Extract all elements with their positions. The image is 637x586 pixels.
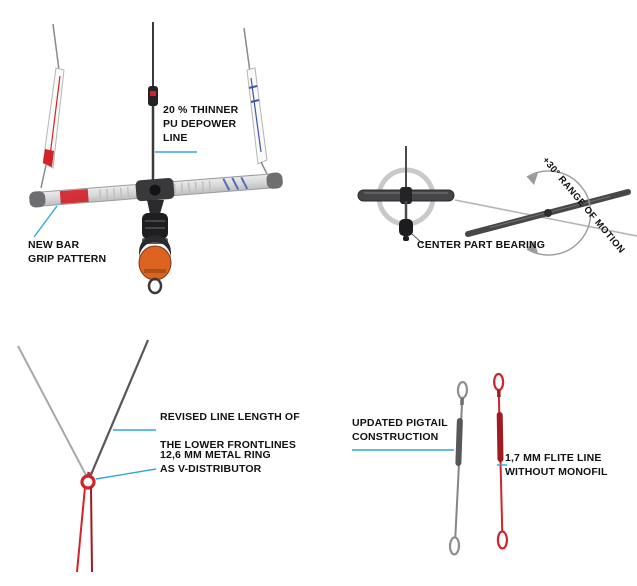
right-float [246,67,272,183]
gray-pigtail [448,380,469,556]
v-distributor-ring [80,471,96,490]
frontlines-line2: THE LOWER FRONTLINES [160,438,296,451]
outer-lines [52,23,251,73]
blue-stripes [222,176,249,191]
bearing-unit [357,146,455,245]
frontline-v-illustration [17,339,157,573]
center-bearing-annotation: CENTER PART BEARING [417,239,546,251]
frontlines-line1: REVISED LINE LENGTH OF [160,410,300,423]
depower-line-annotation: 20 % THINNER PU DEPOWER LINE [163,104,239,144]
control-bar-illustration [29,22,283,295]
left-float [40,67,65,189]
upper-frontlines [17,339,150,478]
bar [29,172,283,208]
rotation-range [454,170,637,256]
metal-ring-annotation: 12,6 MM METAL RING AS V-DISTRIBUTOR [160,449,271,475]
depower-line [148,22,158,186]
leader-ring [95,468,157,480]
grip-ribs [99,180,211,200]
frontlines-annotation: REVISED LINE LENGTH OF THE LOWER FRONTLI… [160,397,300,452]
leader-grip [33,205,58,238]
pigtail-illustration [352,372,508,556]
pigtail-annotation: UPDATED PIGTAIL CONSTRUCTION [352,417,448,443]
lower-frontlines [76,486,93,573]
quick-release [138,200,172,295]
bar-grip-annotation: NEW BAR GRIP PATTERN [28,239,107,265]
flite-line-annotation: 1,7 MM FLITE LINE WITHOUT MONOFIL [505,452,608,478]
center-part-illustration [357,146,637,256]
